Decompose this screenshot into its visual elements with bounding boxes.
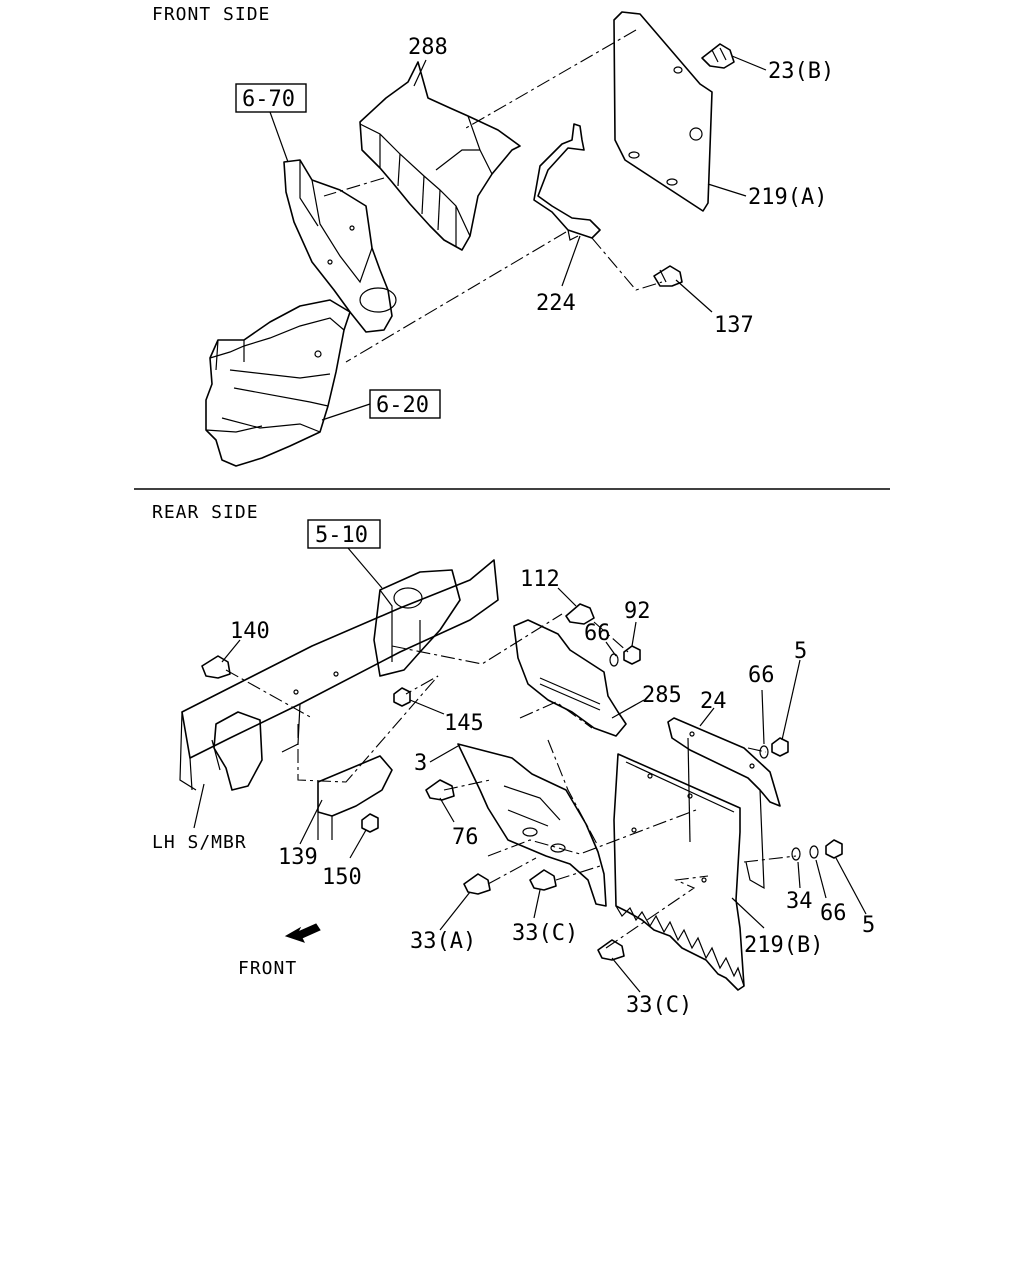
callout-5-upper: 5: [794, 639, 807, 664]
bolt-33c-lower: [597, 939, 625, 961]
callout-224: 224: [536, 291, 576, 316]
guide-line: [345, 231, 567, 363]
step-6-20: [205, 299, 351, 467]
lh-side-member: [179, 559, 499, 791]
ref-5-10-label: 5-10: [315, 523, 368, 548]
callout-24: 24: [700, 689, 727, 714]
callout-137: 137: [714, 313, 754, 338]
bolt-23b: [701, 43, 735, 69]
bolt-76: [425, 779, 455, 801]
part-285-bracket: [513, 619, 627, 737]
callout-33c-lower: 33(C): [626, 993, 692, 1018]
washer-66-upper: [759, 745, 769, 759]
hanger-bracket-139: [213, 711, 393, 840]
guide-line: [591, 237, 663, 291]
washer-66: [609, 653, 619, 667]
callout-150: 150: [322, 865, 362, 890]
callout-140: 140: [230, 619, 270, 644]
washer-34: [791, 847, 801, 861]
nut-92: [623, 645, 641, 665]
nut-150: [361, 813, 379, 833]
callout-33a: 33(A): [410, 929, 476, 954]
bolt-33c-upper: [529, 869, 557, 891]
bolt-137: [653, 265, 683, 287]
front-leaders: [269, 55, 767, 421]
callout-145: 145: [444, 711, 484, 736]
callout-66-lower: 66: [820, 901, 847, 926]
front-arrow-label: FRONT: [238, 958, 297, 979]
rear-guide-lines: [225, 613, 797, 949]
bolt-112: [565, 603, 595, 625]
part-24-stay: [667, 717, 781, 890]
frame-6-70: [283, 159, 397, 333]
rear-leaders: [193, 547, 867, 993]
part-288-bracket: [359, 61, 521, 251]
ref-6-70-label: 6-70: [242, 87, 295, 112]
nut-5-lower: [825, 839, 843, 859]
guide-line: [465, 29, 637, 129]
callout-285: 285: [642, 683, 682, 708]
nut-145: [393, 687, 411, 707]
callout-66-upper-right: 66: [748, 663, 775, 688]
part-219a-plate: [613, 11, 713, 212]
ref-box-6-20: 6-20: [369, 389, 441, 419]
front-direction-arrow: [284, 923, 321, 943]
ref-box-6-70: 6-70: [235, 83, 307, 113]
callout-23b: 23(B): [768, 59, 834, 84]
nut-5-upper: [771, 737, 789, 757]
callout-66-upper-left: 66: [584, 621, 611, 646]
bolt-33a: [463, 873, 491, 895]
lh-s-mbr-label: LH S/MBR: [152, 832, 247, 853]
part-219b-mudflap: [613, 753, 745, 991]
callout-288: 288: [408, 35, 448, 60]
callout-3: 3: [414, 751, 427, 776]
bracket-5-10: [373, 569, 461, 677]
callout-112: 112: [520, 567, 560, 592]
part-3-bracket: [457, 743, 607, 907]
callout-34: 34: [786, 889, 813, 914]
washer-66-lower: [809, 845, 819, 859]
callout-139: 139: [278, 845, 318, 870]
front-side-title: FRONT SIDE: [152, 4, 270, 25]
callout-5-lower: 5: [862, 913, 875, 938]
guide-line: [323, 177, 385, 197]
rear-side-title: REAR SIDE: [152, 502, 259, 523]
ref-6-20-label: 6-20: [376, 393, 429, 418]
callout-219b: 219(B): [744, 933, 823, 958]
callout-76: 76: [452, 825, 479, 850]
bolt-140: [201, 655, 231, 679]
callout-219a: 219(A): [748, 185, 827, 210]
ref-box-5-10: 5-10: [307, 519, 381, 549]
callout-92: 92: [624, 599, 651, 624]
part-224-stay: [533, 123, 601, 241]
callout-33c-upper: 33(C): [512, 921, 578, 946]
